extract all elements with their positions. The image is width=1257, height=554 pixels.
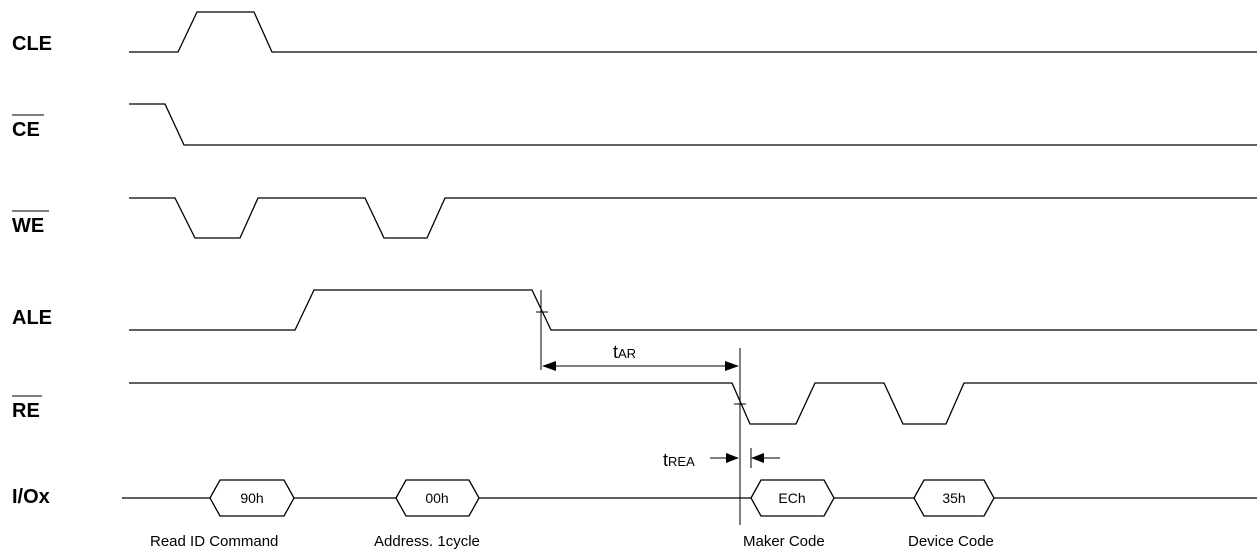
signal-label-ale: ALE (12, 307, 52, 329)
tar-arrow-right (725, 361, 739, 371)
signal-label-ce: CE (12, 119, 40, 141)
signal-label-io: I/Ox (12, 486, 50, 508)
trea-arrow-right (751, 453, 764, 463)
io-value-cmd: 90h (240, 490, 263, 506)
signal-label-re: RE (12, 400, 40, 422)
tar-arrow-left (542, 361, 556, 371)
signal-label-cle: CLE (12, 33, 52, 55)
we-waveform (129, 197, 1257, 239)
io-value-device: 35h (942, 490, 965, 506)
io-value-maker: ECh (778, 490, 805, 506)
io-cell-device (913, 479, 995, 517)
io-cell-cmd (209, 479, 295, 517)
caption-addr: Address. 1cycle (374, 533, 480, 550)
caption-cmd: Read ID Command (150, 533, 278, 550)
tar-label: tAR (613, 342, 636, 362)
signal-label-we: WE (12, 215, 44, 237)
io-value-addr: 00h (425, 490, 448, 506)
ale-waveform (129, 289, 1257, 331)
re-waveform (129, 382, 1257, 425)
cle-waveform (129, 11, 1257, 53)
caption-device: Device Code (908, 533, 994, 550)
caption-maker: Maker Code (743, 533, 825, 550)
trea-arrow-left (726, 453, 739, 463)
ce-waveform (129, 103, 1257, 146)
io-cell-addr (395, 479, 480, 517)
io-cell-maker (750, 479, 835, 517)
trea-label: tREA (663, 450, 695, 470)
